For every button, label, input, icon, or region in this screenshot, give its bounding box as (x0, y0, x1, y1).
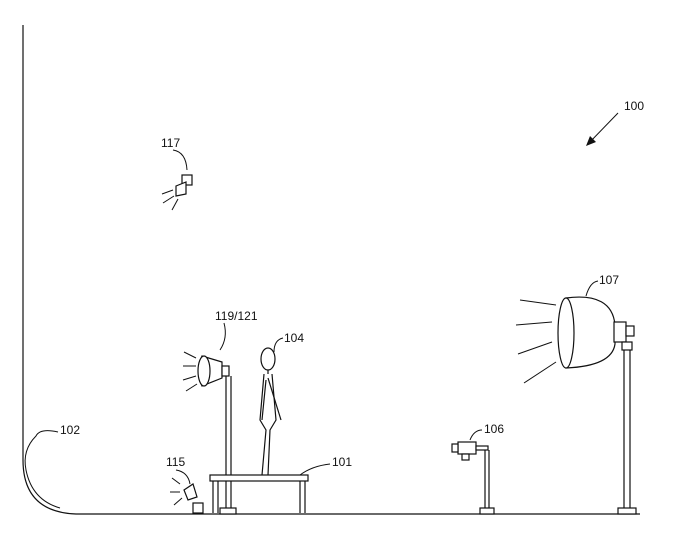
table-101: 101 (209, 455, 352, 513)
floor-reference-102: 102 (24, 423, 80, 509)
subject-104: 104 (259, 331, 304, 476)
label-119-121: 119/121 (215, 309, 258, 323)
backdrop-sweep (22, 25, 640, 515)
label-100: 100 (624, 99, 644, 113)
floor-light-115: 115 (166, 455, 204, 514)
ceiling-light-117: 117 (161, 136, 193, 211)
main-light-107: 107 (515, 273, 637, 515)
camera-106: 106 (451, 422, 504, 515)
label-104: 104 (284, 331, 304, 345)
label-102: 102 (60, 423, 80, 437)
label-107: 107 (599, 273, 619, 287)
label-106: 106 (484, 422, 504, 436)
label-115: 115 (166, 455, 185, 469)
label-117: 117 (161, 136, 180, 150)
figure-reference-100: 100 (586, 99, 644, 146)
label-101: 101 (332, 455, 352, 469)
key-light-119-121: 119/121 (182, 309, 258, 515)
